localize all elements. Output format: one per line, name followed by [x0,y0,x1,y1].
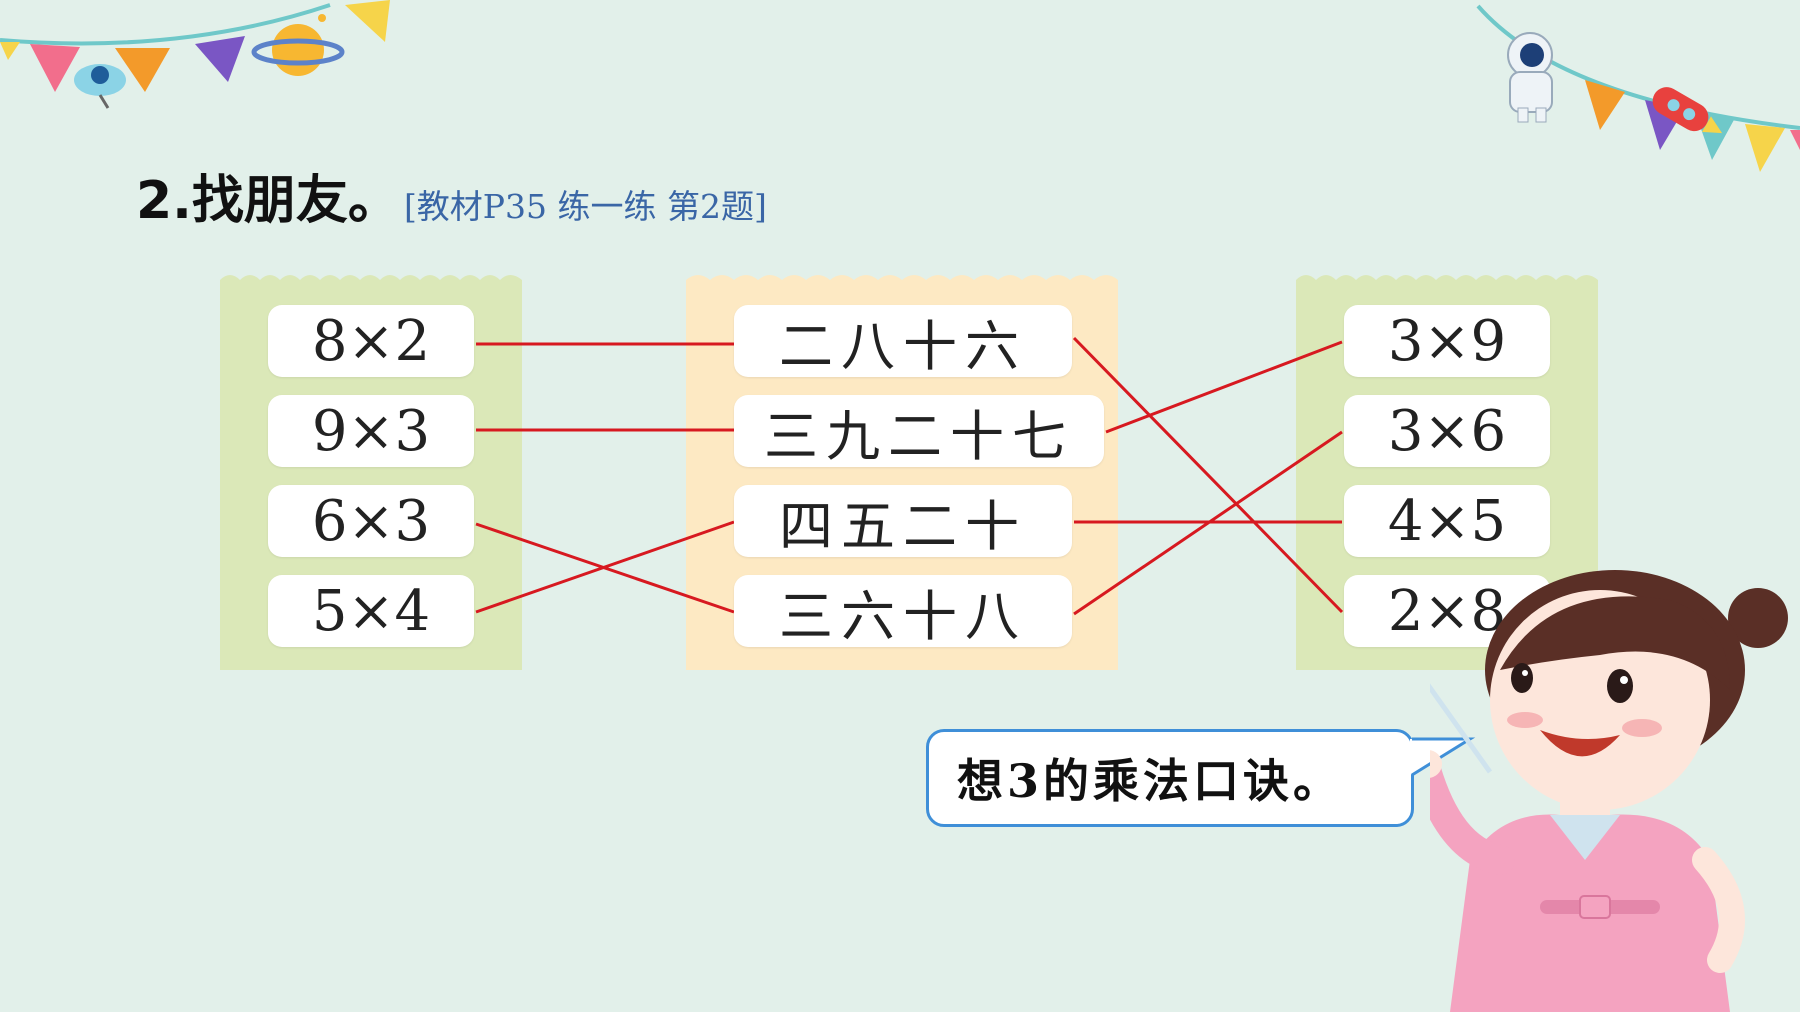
middle-card-4[interactable]: 三六十八 [734,575,1072,648]
page-title: 2.找朋友。[教材P35 练一练 第2题] [136,158,767,233]
speech-bubble: 想3的乘法口诀。 [926,729,1414,827]
left-card-4[interactable]: 5×4 [268,575,474,647]
speech-bubble-text: 想3的乘法口诀。 [957,754,1344,808]
astronaut-icon [1507,32,1553,123]
middle-card-1[interactable]: 二八十六 [734,305,1072,378]
left-card-1[interactable]: 8×2 [268,305,474,377]
textbook-reference: [教材P35 练一练 第2题] [403,187,767,226]
bunting-left [0,0,390,109]
right-card-3[interactable]: 4×5 [1344,485,1550,557]
title-main: 2.找朋友。 [136,171,400,231]
left-card-2[interactable]: 9×3 [268,395,474,467]
rocket-icon [1652,87,1723,134]
teacher-illustration [1430,570,1788,1012]
right-card-2[interactable]: 3×6 [1344,395,1550,467]
middle-card-3[interactable]: 四五二十 [734,485,1072,558]
middle-card-2[interactable]: 三九二十七 [734,395,1104,468]
satellite-icon [74,64,126,109]
planet-icon [251,14,345,76]
left-card-3[interactable]: 6×3 [268,485,474,557]
right-card-1[interactable]: 3×9 [1344,305,1550,377]
